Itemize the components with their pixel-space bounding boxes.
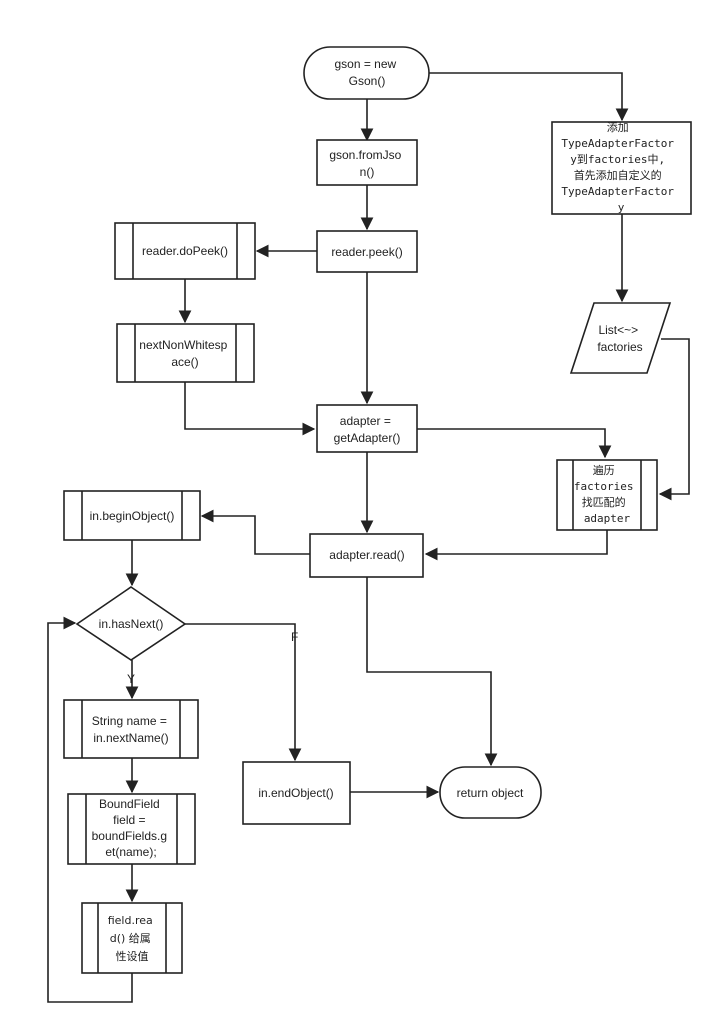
edge-nextnonws-to-getadapter [184,382,316,436]
labels: gson = new Gson() gson.fromJso n() reade… [90,57,680,963]
node-fromjson [316,139,418,186]
node-adapter-read [309,533,424,578]
edge-getadapter-to-iterate [417,428,612,459]
label-has-next: in.hasNext() [99,617,164,631]
node-has-next [75,586,187,661]
branch-label-yes: Y [127,672,135,686]
edge-gson-to-addfactory [429,72,629,122]
edge-hasnext-no-to-endobject [185,623,302,762]
node-reader-peek [316,230,418,273]
node-next-nonws [116,323,255,383]
node-return-object [439,766,542,819]
label-iterate: 遍历 factories 找匹配的 adapter [574,464,640,525]
label-reader-dopeek: reader.doPeek() [142,244,228,258]
label-adapter-read: adapter.read() [329,548,404,562]
label-return-object: return object [457,786,524,800]
edge-iterate-to-read [424,530,608,561]
label-get-adapter: adapter = getAdapter() [334,414,401,445]
label-bound-field: BoundField field = boundFields.g et(name… [92,797,171,859]
label-add-factory: 添加 TypeAdapterFactor y到factories中, 首先添加自… [561,120,680,214]
node-bound-field [67,793,196,865]
label-next-name: String name = in.nextName() [92,714,170,745]
node-next-name [63,699,199,759]
label-fromjson: gson.fromJso n() [329,148,404,179]
edge-loop-back-to-hasnext [47,616,133,1003]
label-reader-peek: reader.peek() [331,245,402,259]
edge-read-to-return [366,577,498,767]
label-field-read: field.rea d() 给属 性设值 [108,914,157,963]
connectors [47,72,690,1003]
label-begin-object: in.beginObject() [90,509,175,523]
label-list-factories: List<~> factories [597,323,642,354]
node-gson-new [303,46,430,100]
node-end-object [242,761,351,825]
label-next-nonws: nextNonWhitesp ace() [139,338,230,369]
node-list-factories [569,302,672,374]
node-get-adapter [316,404,418,453]
shapes [63,46,692,974]
node-begin-object [63,490,201,541]
edge-list-to-iterate [658,338,690,501]
label-end-object: in.endObject() [258,786,333,800]
label-gson-new: gson = new Gson() [334,57,399,88]
node-add-factory [551,121,692,215]
node-reader-dopeek [114,222,256,280]
edge-read-to-beginobject [200,509,310,555]
branch-label-no: F [291,630,298,644]
